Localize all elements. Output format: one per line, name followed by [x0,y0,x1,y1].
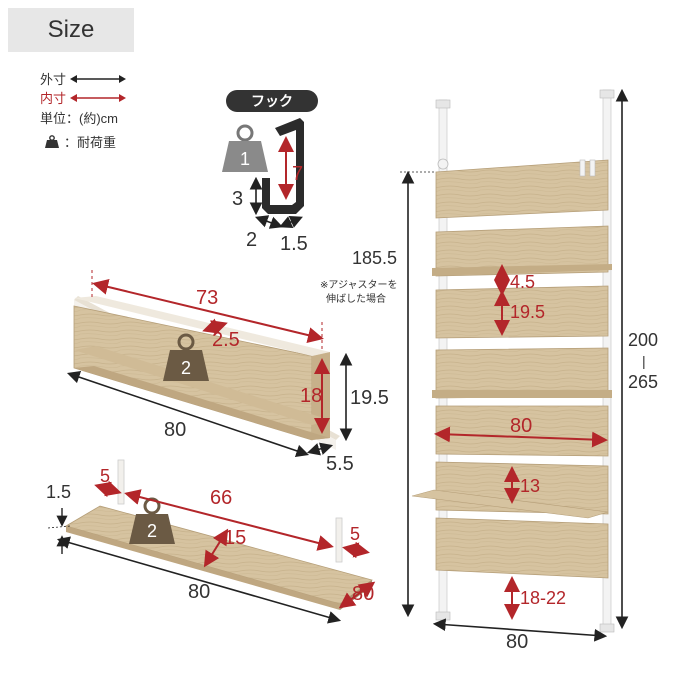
hook-load-value: 1 [240,149,250,169]
shelf-bottom-outer-depth: 80 [352,583,374,605]
size-badge: Size [8,8,134,52]
shelf-top-inner-depth: 2.5 [212,329,240,351]
unit-panel-3 [435,285,609,339]
unit-total-height-max: 265 [628,372,658,392]
hook-title-bg [226,90,318,112]
hook-title: フック [251,93,293,109]
unit-group: 185.5 ※アジャスターを 伸ばした場合 4.5 19.5 80 13 18-… [320,88,658,653]
shelf-top-load-value: 2 [181,358,191,378]
legend-unit-label: 単位：(約)cm [40,111,118,126]
unit-panel-2 [435,225,609,277]
hook-depth: 1.5 [280,233,308,255]
unit-panel-1 [435,159,609,219]
shelf-bottom-bracket-right [335,517,343,563]
legend-outer-label: 外寸 [40,72,67,87]
shelf-top-outer-width: 80 [164,419,186,441]
legend-inner: 内寸 [40,88,127,107]
shelf-bottom-left-gap: 5 [100,466,110,486]
hook-width: 2 [246,229,257,251]
shelf-bottom-thickness: 1.5 [46,482,71,502]
shelf-bottom-load-value: 2 [147,521,157,541]
size-badge-label: Size [47,16,95,43]
legend-outer: 外寸 [40,69,127,88]
unit-adjuster-note-2: 伸ばした場合 [326,292,386,305]
shelf-bottom-outer-width-arrow [56,536,342,624]
shelf-top-inner-width-arrow [92,279,324,343]
unit-panel-7 [435,517,609,579]
unit-total-height-min: 200 [628,330,658,350]
shelf-top-outer-height: 19.5 [350,387,389,409]
weight-icon-hook: 1 [222,124,268,172]
unit-shelf-gap: 13 [520,476,540,496]
legend-load-label: ：耐荷重 [64,135,117,150]
shelf-bottom-outer-depth-arrow [338,581,376,609]
unit-outer-width-arrow [432,618,608,642]
legend-unit: 単位：(約)cm [40,108,118,127]
shelf-top-outer-width-arrow [66,371,310,457]
unit-outer-width: 80 [506,631,528,653]
shelf-bottom-bracket-left [117,459,125,505]
shelf-bottom-left-gap-arrow [94,480,122,498]
shelf-top-outer-depth-arrow [306,442,334,456]
weight-icon [45,134,59,148]
unit-inner-width: 80 [510,415,532,437]
shelf-top-outer-depth: 5.5 [326,453,354,475]
shelf-top-inner-height: 18 [300,385,322,407]
unit-gap-large: 19.5 [510,302,545,322]
hook-width-arrow [254,215,284,229]
hook-group: フック 1 7 3 2 1.5 [222,90,318,255]
hook-shape [262,118,304,214]
hook-outer-height: 3 [232,188,243,210]
shelf-bottom-inner-depth: 15 [224,527,246,549]
shelf-bottom-inner-width: 66 [210,487,232,509]
inner-arrow-icon [70,93,127,102]
shelf-top-group: 2 73 2.5 18 19.5 80 5.5 [66,270,389,475]
unit-inner-width-arrow [434,426,608,448]
weight-icon-shelf-bottom: 2 [129,497,175,544]
unit-floor-gap: 18-22 [520,588,566,608]
unit-gap-small: 4.5 [510,272,535,292]
shelf-top-inner-width: 73 [196,287,218,309]
legend-inner-label: 内寸 [40,91,67,106]
hook-depth-arrow [279,216,303,228]
unit-total-height-dash: | [642,353,646,369]
outer-arrow-icon [70,74,127,83]
legend-load: ：耐荷重 [44,132,116,151]
shelf-bottom-outer-width: 80 [188,581,210,603]
shelf-bottom-group: 2 1.5 5 66 15 5 80 80 [46,459,376,624]
shelf-bottom-right-gap-arrow [342,541,370,559]
shelf-top-inner-depth-arrow [202,318,228,336]
hook-inner-height: 7 [292,163,303,185]
shelf-bottom-right-gap: 5 [350,524,360,544]
unit-adjuster-note-1: ※アジャスターを [320,279,397,291]
unit-height-adjuster: 185.5 [352,248,397,268]
